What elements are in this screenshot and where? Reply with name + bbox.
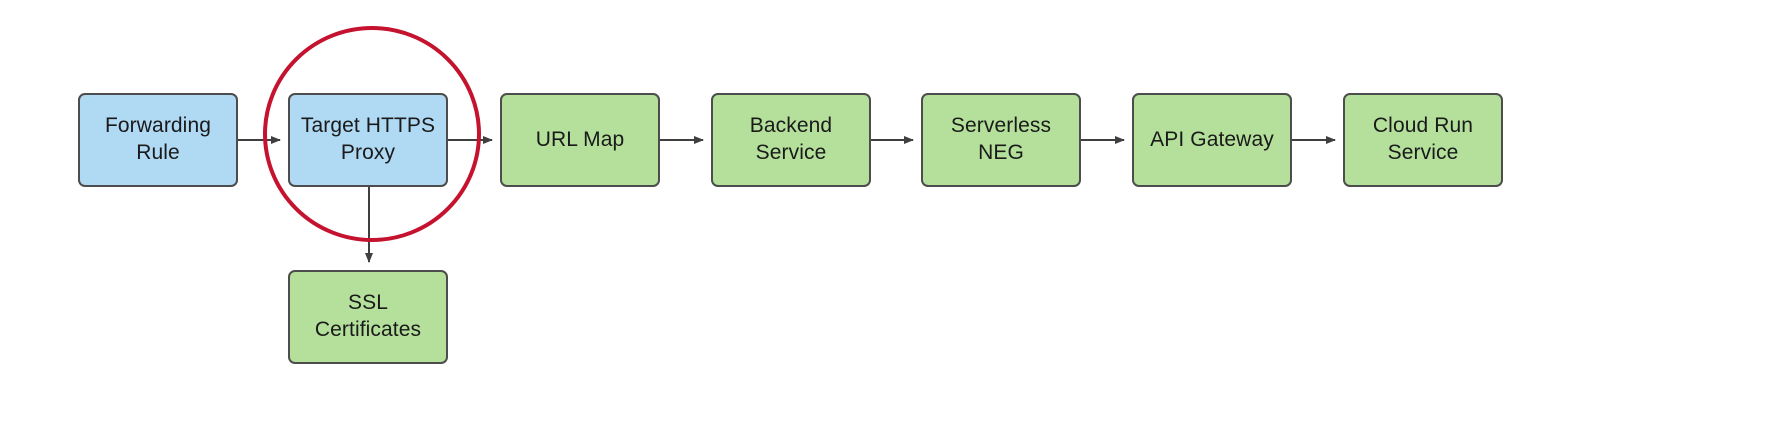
node-label-ssl-certificates: SSL Certificates — [314, 291, 422, 341]
node-label-cloud-run-service: Cloud Run Service — [1372, 114, 1474, 164]
node-label-target-https-proxy: Target HTTPS Proxy — [300, 114, 436, 164]
node-api-gateway[interactable]: API Gateway — [1132, 93, 1292, 187]
node-label-url-map: URL Map — [535, 127, 625, 151]
node-cloud-run-service[interactable]: Cloud Run Service — [1343, 93, 1503, 187]
node-backend-service[interactable]: Backend Service — [711, 93, 871, 187]
node-label-backend-service: Backend Service — [749, 114, 833, 164]
node-serverless-neg[interactable]: Serverless NEG — [921, 93, 1081, 187]
node-label-api-gateway: API Gateway — [1150, 127, 1274, 151]
node-label-forwarding-rule: Forwarding Rule — [104, 114, 212, 164]
node-forwarding-rule[interactable]: Forwarding Rule — [78, 93, 238, 187]
node-ssl-certificates[interactable]: SSL Certificates — [288, 270, 448, 364]
node-label-serverless-neg: Serverless NEG — [950, 114, 1052, 164]
node-url-map[interactable]: URL Map — [500, 93, 660, 187]
node-target-https-proxy[interactable]: Target HTTPS Proxy — [288, 93, 448, 187]
